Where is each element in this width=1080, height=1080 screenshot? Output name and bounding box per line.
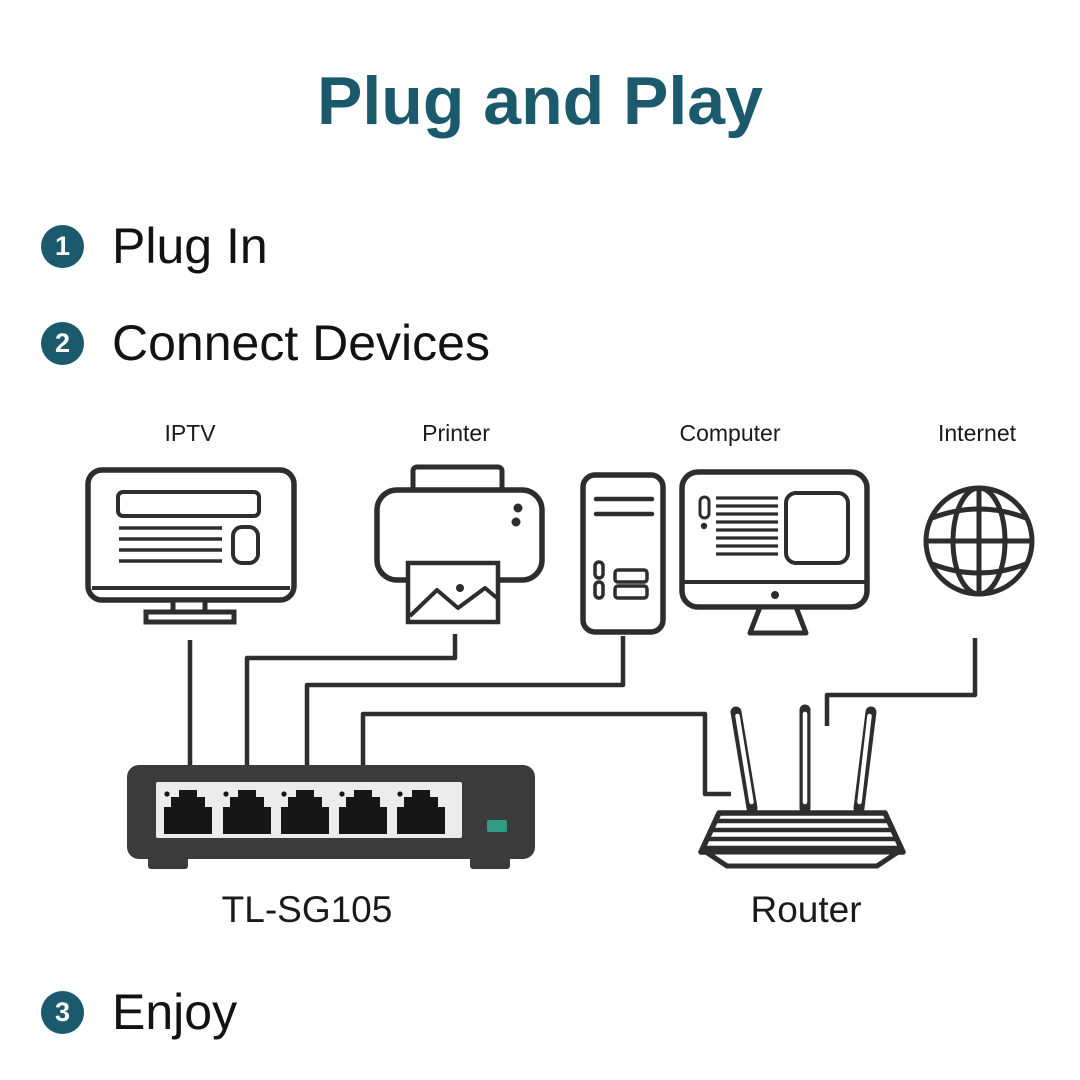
step-3-label: Enjoy <box>112 984 238 1040</box>
switch-model-label: TL-SG105 <box>222 889 393 930</box>
iptv-label: IPTV <box>164 420 216 446</box>
router-antennas <box>730 704 877 814</box>
router-model-label: Router <box>750 889 861 930</box>
internet-label: Internet <box>938 420 1017 446</box>
printer-label: Printer <box>422 420 490 446</box>
cable-computer-to-switch <box>304 636 626 766</box>
step-enjoy: 3 Enjoy <box>41 984 237 1040</box>
computer-icon <box>580 469 870 636</box>
printer-icon <box>374 464 545 625</box>
cable-printer-to-switch <box>244 634 458 766</box>
step-2-label: Connect Devices <box>112 315 490 371</box>
rj45-ports <box>164 790 445 834</box>
step-3-badge: 3 <box>41 990 84 1034</box>
step-connect-devices: 2 Connect Devices <box>41 315 490 371</box>
router-icon <box>698 704 906 869</box>
ethernet-cables <box>187 634 978 797</box>
computer-label: Computer <box>680 420 781 446</box>
step-2-badge: 2 <box>41 321 84 365</box>
tv-icon <box>85 467 297 625</box>
switch-led <box>487 820 507 832</box>
router-base <box>703 849 901 869</box>
cable-switch-to-router <box>360 711 731 797</box>
page-title: Plug and Play <box>317 63 763 139</box>
router-stripes <box>703 818 901 851</box>
globe-icon <box>923 485 1035 597</box>
step-1-label: Plug In <box>112 218 268 274</box>
cable-internet-to-router <box>824 638 978 726</box>
step-1-badge: 1 <box>41 224 84 268</box>
step-plug-in: 1 Plug In <box>41 218 268 274</box>
switch-illustration <box>127 765 535 869</box>
